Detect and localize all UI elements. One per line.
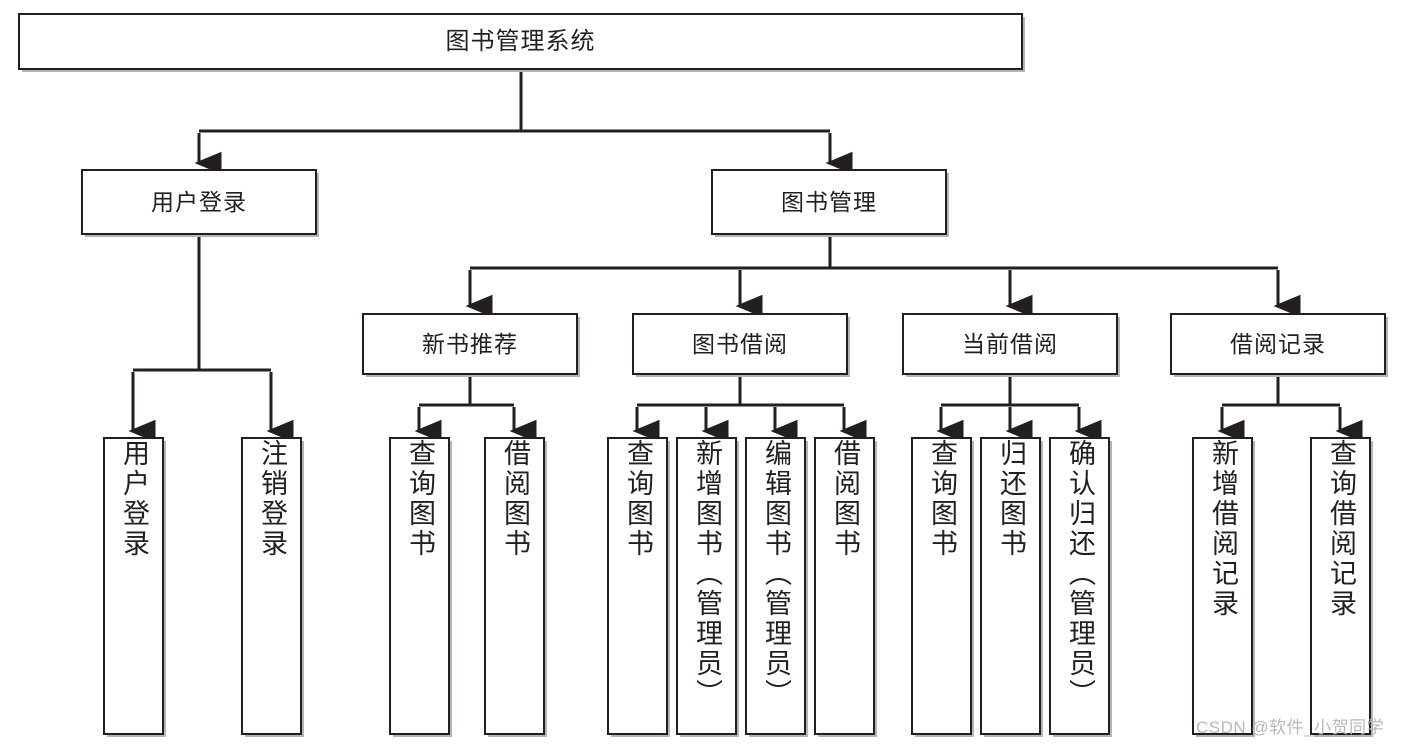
csdn-watermark: CSDN @软件_小贺同学 [1196,718,1385,737]
node-leaf-confirm-return-admin[interactable]: 确认归还（管理员） [1049,437,1110,735]
node-leaf-edit-book-admin[interactable]: 编辑图书（管理员） [745,437,806,735]
node-label: 注销登录 [257,439,287,559]
node-leaf-add-book-admin[interactable]: 新增图书（管理员） [676,437,737,735]
node-label: 当前借阅 [962,330,1058,357]
node-current-borrow[interactable]: 当前借阅 [902,313,1118,375]
node-leaf-query-book-borrow[interactable]: 查询图书 [607,437,668,735]
node-label: 用户登录 [151,188,247,215]
node-label: 确认归还（管理员） [1065,439,1095,709]
node-label: 查询图书 [927,439,957,559]
node-label: 编辑图书（管理员） [761,439,791,709]
node-label: 查询借阅记录 [1326,439,1356,619]
node-leaf-query-book-recommend[interactable]: 查询图书 [389,437,450,735]
node-leaf-user-login[interactable]: 用户登录 [103,437,164,735]
node-label: 查询图书 [623,439,653,559]
node-leaf-add-borrow-record[interactable]: 新增借阅记录 [1192,437,1253,735]
node-label: 借阅图书 [500,439,530,559]
node-leaf-query-book-current[interactable]: 查询图书 [911,437,972,735]
node-leaf-logout[interactable]: 注销登录 [241,437,302,735]
node-new-book-recommend[interactable]: 新书推荐 [362,313,578,375]
node-root-book-management-system[interactable]: 图书管理系统 [18,13,1023,70]
node-label: 用户登录 [119,439,149,559]
node-label: 图书管理 [781,188,877,215]
node-book-borrow[interactable]: 图书借阅 [632,313,848,375]
node-leaf-return-book[interactable]: 归还图书 [980,437,1041,735]
node-label: 借阅记录 [1230,330,1326,357]
node-leaf-borrow-book[interactable]: 借阅图书 [814,437,875,735]
node-user-login[interactable]: 用户登录 [81,169,317,235]
node-label: 图书管理系统 [445,27,596,55]
node-label: 查询图书 [405,439,435,559]
node-label: 新增图书（管理员） [692,439,722,709]
node-label: 归还图书 [996,439,1026,559]
node-book-management[interactable]: 图书管理 [711,169,947,235]
node-leaf-query-borrow-record[interactable]: 查询借阅记录 [1310,437,1371,735]
node-label: 新书推荐 [422,330,518,357]
node-label: 借阅图书 [830,439,860,559]
node-borrow-records[interactable]: 借阅记录 [1170,313,1386,375]
node-label: 新增借阅记录 [1208,439,1238,619]
node-label: 图书借阅 [692,330,788,357]
node-leaf-borrow-book-recommend[interactable]: 借阅图书 [484,437,545,735]
